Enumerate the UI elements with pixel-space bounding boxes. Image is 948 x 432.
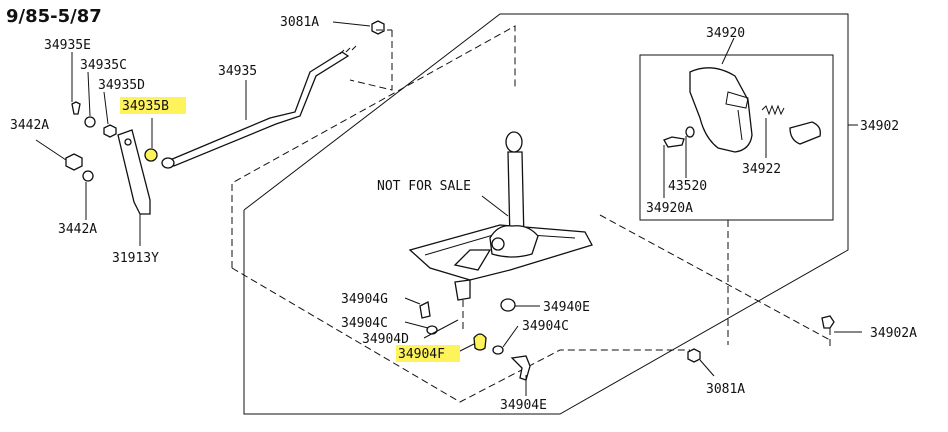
callout-43520: 43520 [668,179,707,194]
perspective-box [231,25,516,268]
callout-34935: 34935 [218,64,257,79]
callout-34904c-right: 34904C [522,319,569,334]
knob-inset-box [639,54,834,221]
callout-3442a-top: 3442A [10,118,49,133]
perspective-diagonal [599,214,831,341]
callout-31913y: 31913Y [112,251,159,266]
highlight-34904f [396,345,460,362]
perspective-box-bottom [231,267,690,403]
callout-34904f: 34904F [398,347,445,362]
note-not-for-sale: NOT FOR SALE [377,179,471,194]
callout-34904d: 34904D [362,332,409,347]
nut-3081a-top-part [371,20,385,35]
leader-34904g [404,297,421,305]
callout-34935d: 34935D [98,78,145,93]
nut-34935d-part [103,124,117,138]
bracket-arm-part [117,129,151,215]
leader-34935d [103,91,109,125]
callout-34935c: 34935C [80,58,127,73]
leader-34904c-left [404,321,429,329]
callout-34920a: 34920A [646,201,693,216]
leader-34904c-right [502,325,519,348]
knob-screw-part [663,136,685,148]
callout-3081a-bottom: 3081A [706,382,745,397]
callout-3442a-bottom: 3442A [58,222,97,237]
knob-spring-part [761,104,785,116]
leader-34935c [87,71,91,117]
shift-lever-top [505,131,523,153]
callout-34920: 34920 [706,26,745,41]
leader-34904f [457,343,475,353]
leader-34904d [423,319,459,339]
rod-end-part [161,157,175,169]
nut-3081a-bottom-part [687,348,701,363]
washer-34904c-left-part [426,325,438,335]
knob-window [725,91,749,109]
control-rod-part [169,51,350,167]
diagram-title: 9/85-5/87 [6,6,102,27]
leader-3442a-top [35,139,67,161]
callout-34904g: 34904G [341,292,388,307]
washer-34935c-part [84,116,96,128]
callout-34940e: 34940E [543,300,590,315]
knob-button-part [789,121,821,145]
nut-3442a-part [65,153,83,171]
callout-34902a: 34902A [870,326,917,341]
leader-34920 [721,37,735,65]
lever-pivot-ball [491,237,505,251]
highlight-34935b [120,97,186,114]
bushing-34935b-part [144,148,158,162]
base-plate-ear [453,249,492,271]
callout-34904c-left: 34904C [341,316,388,331]
rod-thread [339,45,357,55]
leader-3081a-top [332,21,371,27]
callout-34922: 34922 [742,162,781,177]
callout-34935b: 34935B [122,99,169,114]
knob-washer-part [685,126,695,138]
assembly-outline [243,13,849,415]
callout-34904e: 34904E [500,398,547,413]
leader-3081a-bottom [699,359,715,377]
leader-note [481,195,509,217]
callout-34902: 34902 [860,119,899,134]
bushing-34904f-part [473,333,487,351]
washer-3442a-part [82,170,94,182]
pin-34904e-part [510,355,531,381]
knob-groove [737,109,743,141]
bracket-hole [124,138,132,146]
shift-knob-part [689,67,753,153]
washer-34904c-right-part [492,345,504,355]
callout-34935e: 34935E [44,38,91,53]
bolt-34902a-part [821,315,835,329]
clip-34935e-part [71,101,81,115]
callout-3081a-top: 3081A [280,15,319,30]
nut-dash-b [349,30,393,91]
bushing-34940e-part [500,298,516,312]
lever-bracket-part [454,279,471,301]
bolt-34904g-part [419,301,431,319]
